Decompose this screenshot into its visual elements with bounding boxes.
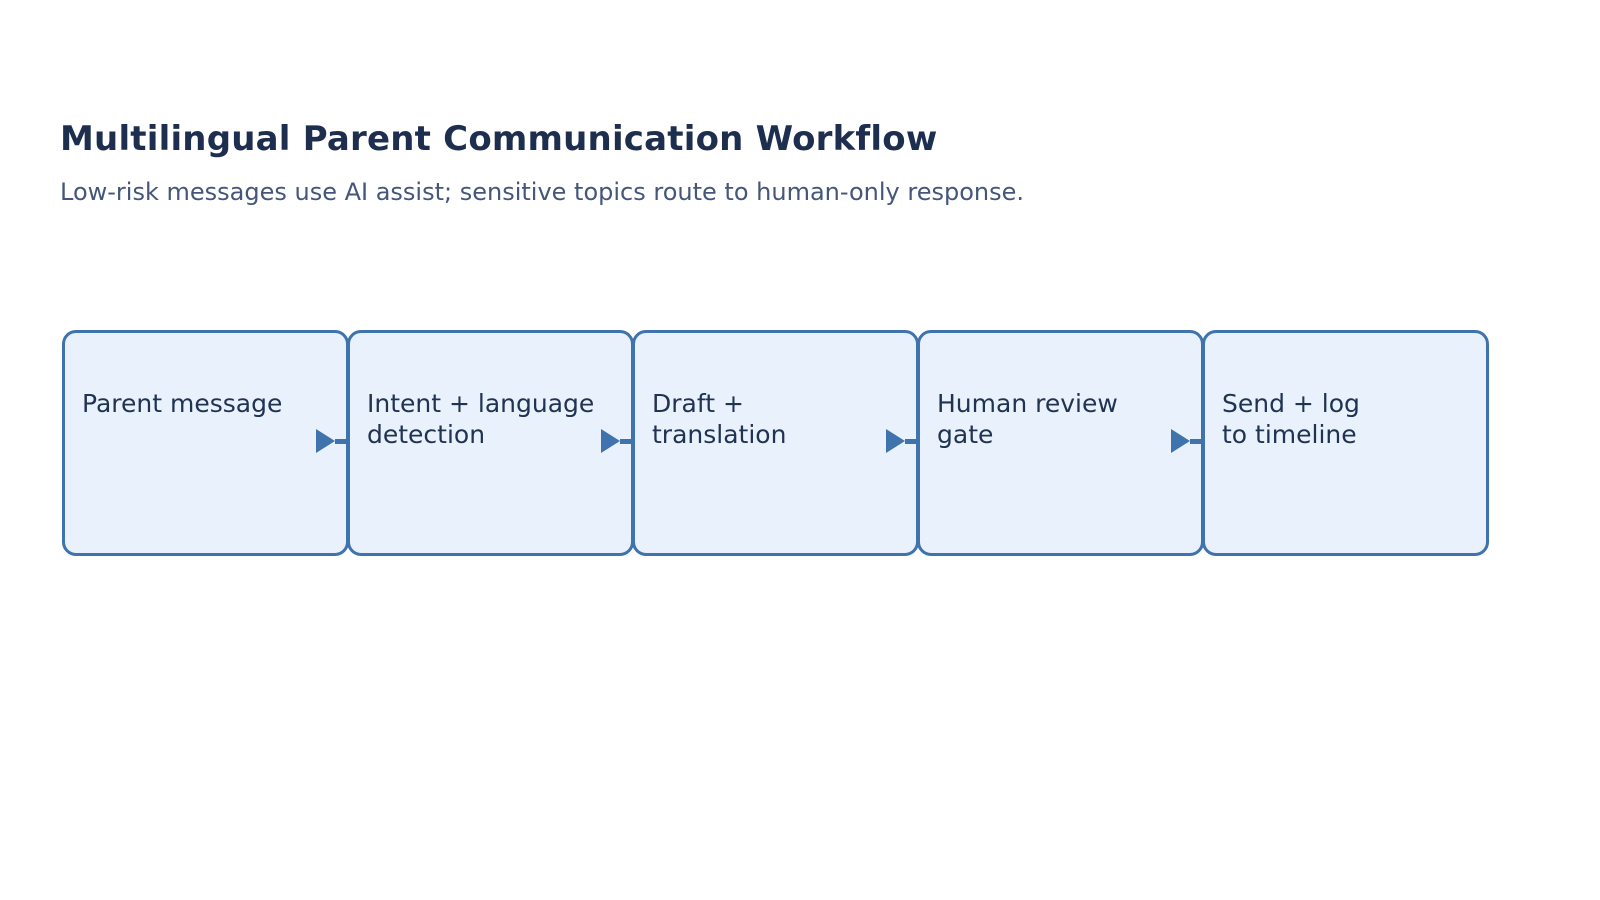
page-title: Multilingual Parent Communication Workfl… xyxy=(60,119,938,159)
arrowhead xyxy=(886,429,905,453)
arrow-right-icon xyxy=(1171,429,1202,453)
arrowhead xyxy=(316,429,335,453)
arrow-stub xyxy=(620,438,632,444)
arrow-right-icon xyxy=(886,429,917,453)
arrow-stub xyxy=(335,438,347,444)
arrow-stub xyxy=(905,438,917,444)
page-subtitle: Low-risk messages use AI assist; sensiti… xyxy=(60,178,1024,206)
arrow-right-icon xyxy=(601,429,632,453)
step-label: Send + log to timeline xyxy=(1222,389,1360,449)
arrowhead xyxy=(1171,429,1190,453)
flow-step-intent-language-detection: Intent + language detection xyxy=(347,330,634,556)
step-label: Human review gate xyxy=(937,389,1118,449)
arrow-stub xyxy=(1190,438,1202,444)
flow-step-draft-translation: Draft + translation xyxy=(632,330,919,556)
flow-step-send-log-timeline: Send + log to timeline xyxy=(1202,330,1489,556)
arrowhead xyxy=(601,429,620,453)
flow-step-human-review-gate: Human review gate xyxy=(917,330,1204,556)
flow-step-parent-message: Parent message xyxy=(62,330,349,556)
step-label: Parent message xyxy=(82,389,283,418)
arrow-right-icon xyxy=(316,429,347,453)
step-label: Draft + translation xyxy=(652,389,787,449)
workflow-diagram: Parent message Intent + language detecti… xyxy=(62,330,1489,556)
step-label: Intent + language detection xyxy=(367,389,595,449)
